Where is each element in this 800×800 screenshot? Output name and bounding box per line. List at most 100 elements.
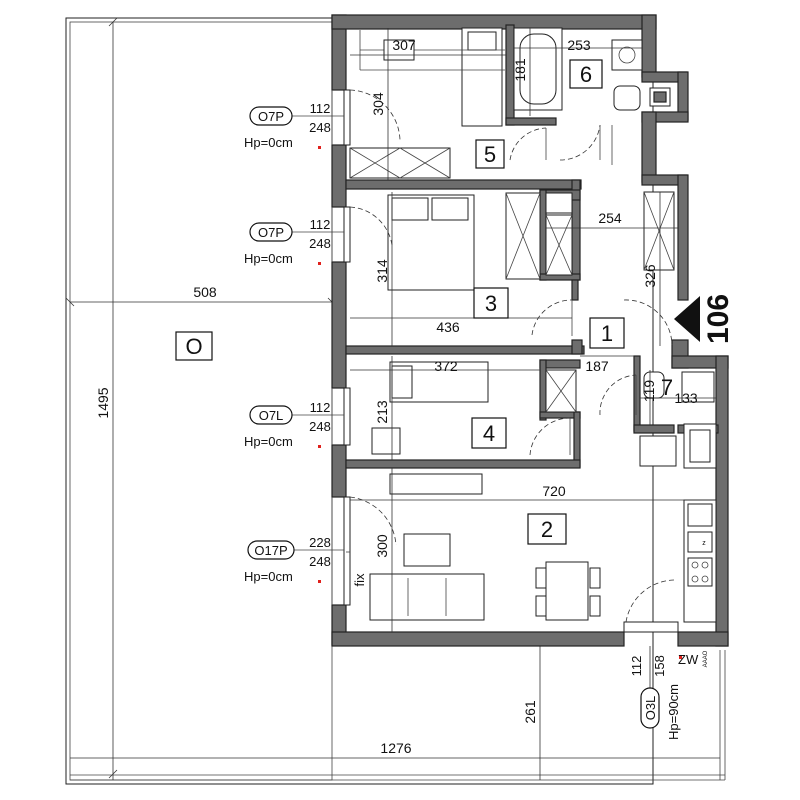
window-frame <box>623 621 679 633</box>
terrace-label: O <box>185 334 202 359</box>
zw-label: ZW <box>678 652 699 667</box>
room-box-5 <box>475 139 505 169</box>
terrace-length: 1495 <box>95 387 111 418</box>
dim-room4-height: 213 <box>374 400 390 424</box>
chair <box>371 427 401 455</box>
pillow <box>391 365 413 399</box>
wall <box>641 111 657 183</box>
wall <box>331 261 347 389</box>
wall <box>331 444 347 498</box>
room-number-2: 2 <box>541 517 553 542</box>
door-swings <box>349 89 677 623</box>
room-box-3 <box>473 287 509 319</box>
dim-room2-width: 720 <box>542 483 566 499</box>
wall <box>573 411 581 468</box>
wall <box>331 631 625 647</box>
dim-room3-height: 314 <box>374 259 390 283</box>
ventilation-shaft-core <box>653 91 667 103</box>
wall <box>715 355 729 647</box>
window-frame <box>343 496 351 606</box>
terrace-width: 508 <box>193 284 217 300</box>
window-frame <box>343 206 351 263</box>
wall <box>571 279 579 301</box>
dim-hall-height: 326 <box>642 264 658 288</box>
window-tag-1 <box>249 106 293 126</box>
entrance-arrow <box>674 296 700 342</box>
dining-chair <box>589 567 601 589</box>
dining-chair <box>589 595 601 617</box>
dim-room1-width: 187 <box>585 358 609 374</box>
cabinet <box>545 192 573 214</box>
labels: O 508 1495 1276 261 5 307 304 6 253 181 … <box>95 37 735 756</box>
room-number-4: 4 <box>483 421 495 446</box>
room-number-6: 6 <box>580 62 592 87</box>
wall <box>539 189 547 281</box>
window-type-3: O7L <box>259 408 284 423</box>
window-height-1: 248 <box>309 120 331 135</box>
dim-bath-height: 181 <box>512 58 528 82</box>
window-marker-4 <box>318 580 321 583</box>
furniture <box>349 27 717 623</box>
window-frame <box>343 89 351 146</box>
wall <box>633 355 641 432</box>
dim-room2-height: 300 <box>374 534 390 558</box>
room-number-7: 7 <box>661 375 673 400</box>
room-number-3: 3 <box>485 291 497 316</box>
dining-table <box>545 561 589 621</box>
window-width-2: 112 <box>310 217 331 232</box>
wall <box>331 14 657 30</box>
pillow <box>391 197 429 221</box>
wardrobe-door <box>689 429 711 463</box>
window-width-4: 228 <box>309 535 331 550</box>
wall <box>677 631 729 647</box>
window-tag-3 <box>249 405 293 425</box>
wall <box>571 339 583 355</box>
dim-room3-width: 436 <box>436 319 460 335</box>
wall <box>505 117 557 126</box>
terrace-bottom: 1276 <box>380 740 411 756</box>
toilet <box>613 85 641 111</box>
wall <box>345 459 581 469</box>
dim-room7-height: 119 <box>641 380 657 403</box>
room-number-5: 5 <box>484 142 496 167</box>
window-height-3: 248 <box>309 419 331 434</box>
coffee-table <box>403 533 451 567</box>
sofa <box>369 573 485 621</box>
window-height-4: 248 <box>309 554 331 569</box>
pillow <box>431 197 469 221</box>
bathtub-basin <box>519 33 557 105</box>
dim-bath-width: 253 <box>567 37 591 53</box>
washbasin <box>681 371 715 403</box>
window-type-1: O7P <box>258 109 284 124</box>
bottom-window-sill: Hp=90cm <box>666 684 681 740</box>
window-marker-1 <box>318 146 321 149</box>
room-box-6 <box>569 59 603 89</box>
window-marker-2 <box>318 262 321 265</box>
bottom-window-marker <box>679 656 682 659</box>
pillow <box>467 31 497 51</box>
room-box-2 <box>527 513 567 545</box>
wall <box>633 424 675 434</box>
dim-room4-width: 372 <box>434 358 458 374</box>
window-type-4: O17P <box>254 543 287 558</box>
wall <box>539 359 547 421</box>
room-box-4 <box>471 417 507 449</box>
bottom-window-type: O3L <box>643 696 658 721</box>
bottom-window-height: 158 <box>652 655 667 677</box>
building-id: 106 <box>702 294 735 344</box>
zw-sublabel: AAAO <box>703 650 709 667</box>
room-dimension-lines <box>350 28 716 690</box>
kitchen-sink <box>687 503 713 527</box>
window-frames <box>331 89 679 633</box>
dim-room5-height: 304 <box>370 92 386 116</box>
bottom-window-tag <box>640 687 660 729</box>
wall <box>677 174 689 301</box>
walls <box>331 14 729 647</box>
window-height-2: 248 <box>309 236 331 251</box>
window-tag-2 <box>249 222 293 242</box>
tv-unit <box>389 473 483 495</box>
room-number-1: 1 <box>601 321 613 346</box>
window-sill-2: Hp=0cm <box>244 251 293 266</box>
terrace-side: 261 <box>522 700 538 724</box>
